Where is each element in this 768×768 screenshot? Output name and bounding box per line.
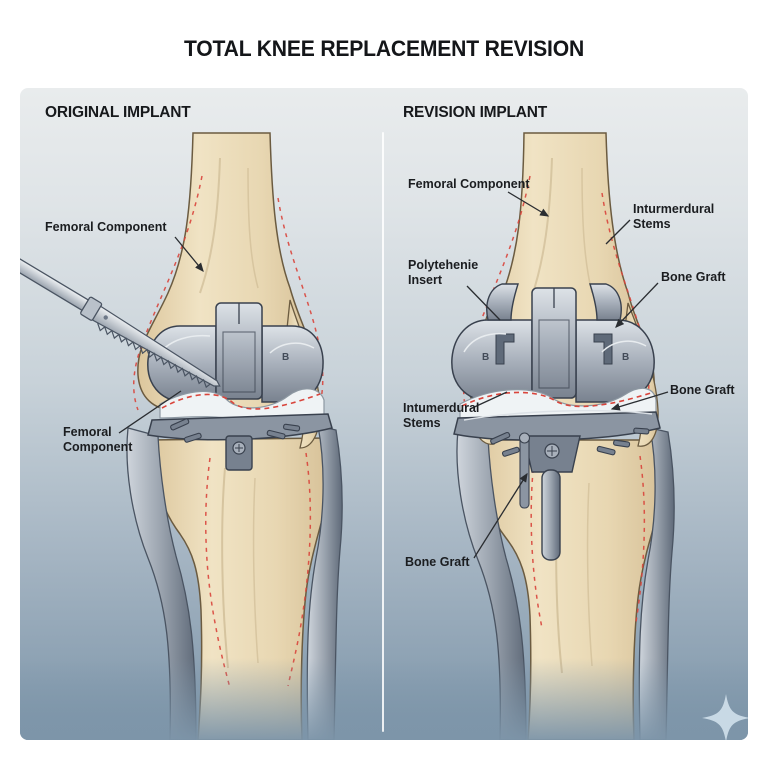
leader-line xyxy=(507,191,550,217)
leader-line xyxy=(466,285,501,321)
label-text: Stems xyxy=(403,415,441,430)
bone-saw xyxy=(20,243,221,389)
bottom-fade xyxy=(20,658,384,740)
leader-lines xyxy=(466,191,669,559)
tibial-tray xyxy=(147,413,333,471)
femoral-component-implant: B B xyxy=(451,283,655,403)
leader-line xyxy=(118,390,182,434)
illustration-panel: B xyxy=(20,88,748,740)
leader-line xyxy=(469,391,508,410)
bottom-fade xyxy=(384,658,748,740)
label-text: Stems xyxy=(633,216,671,231)
leader-line xyxy=(610,391,669,411)
label-text: Bone Graft xyxy=(661,270,726,284)
label-text: Intumerdural xyxy=(403,401,480,415)
label-text: Bone Graft xyxy=(405,555,470,569)
revision-knee-illustration: B B xyxy=(384,132,748,740)
leader-lines xyxy=(118,236,204,434)
bone-graft-screws xyxy=(490,427,650,509)
label-femoral-component: Femoral Component xyxy=(408,177,530,192)
panel-divider xyxy=(382,132,384,732)
label-femoral-component-bottom: Femoral Component xyxy=(63,425,132,455)
implant-marking: B xyxy=(482,352,489,363)
page-title: TOTAL KNEE REPLACEMENT REVISION xyxy=(183,36,585,61)
sparkle-icon xyxy=(702,694,748,740)
label-inturmerdural-stems: Inturmerdural Stems xyxy=(633,202,714,232)
label-text: Insert xyxy=(408,272,443,287)
implant-marking: B xyxy=(622,352,629,363)
label-text: Component xyxy=(63,439,133,454)
leader-line xyxy=(605,219,631,245)
fixation-screws xyxy=(170,418,301,443)
label-bone-graft-top: Bone Graft xyxy=(661,270,726,285)
label-bone-graft-mid: Bone Graft xyxy=(670,383,735,398)
label-text: Femoral xyxy=(63,425,112,439)
label-polytehenie-insert: Polytehenie Insert xyxy=(408,258,478,288)
leader-line xyxy=(174,236,204,273)
original-implant-heading: ORIGINAL IMPLANT xyxy=(45,104,191,121)
original-implant-panel: B xyxy=(20,88,384,740)
intramedullary-stem xyxy=(541,469,561,561)
original-knee-illustration: B xyxy=(20,132,384,740)
revision-implant-panel: B B xyxy=(384,88,748,740)
label-text: Polytehenie xyxy=(408,258,479,272)
label-text: Inturmerdural xyxy=(633,202,715,216)
label-bone-graft-bottom: Bone Graft xyxy=(405,555,470,570)
label-femoral-component-top: Femoral Component xyxy=(45,220,167,235)
label-intumerdural-stems: Intumerdural Stems xyxy=(403,401,479,431)
label-text: Femoral Component xyxy=(408,177,530,191)
leader-line xyxy=(615,282,659,328)
label-text: Bone Graft xyxy=(670,383,735,397)
leader-line xyxy=(473,472,528,559)
label-text: Femoral Component xyxy=(45,220,167,234)
revision-implant-heading: REVISION IMPLANT xyxy=(403,104,548,121)
implant-marking: B xyxy=(282,352,289,363)
